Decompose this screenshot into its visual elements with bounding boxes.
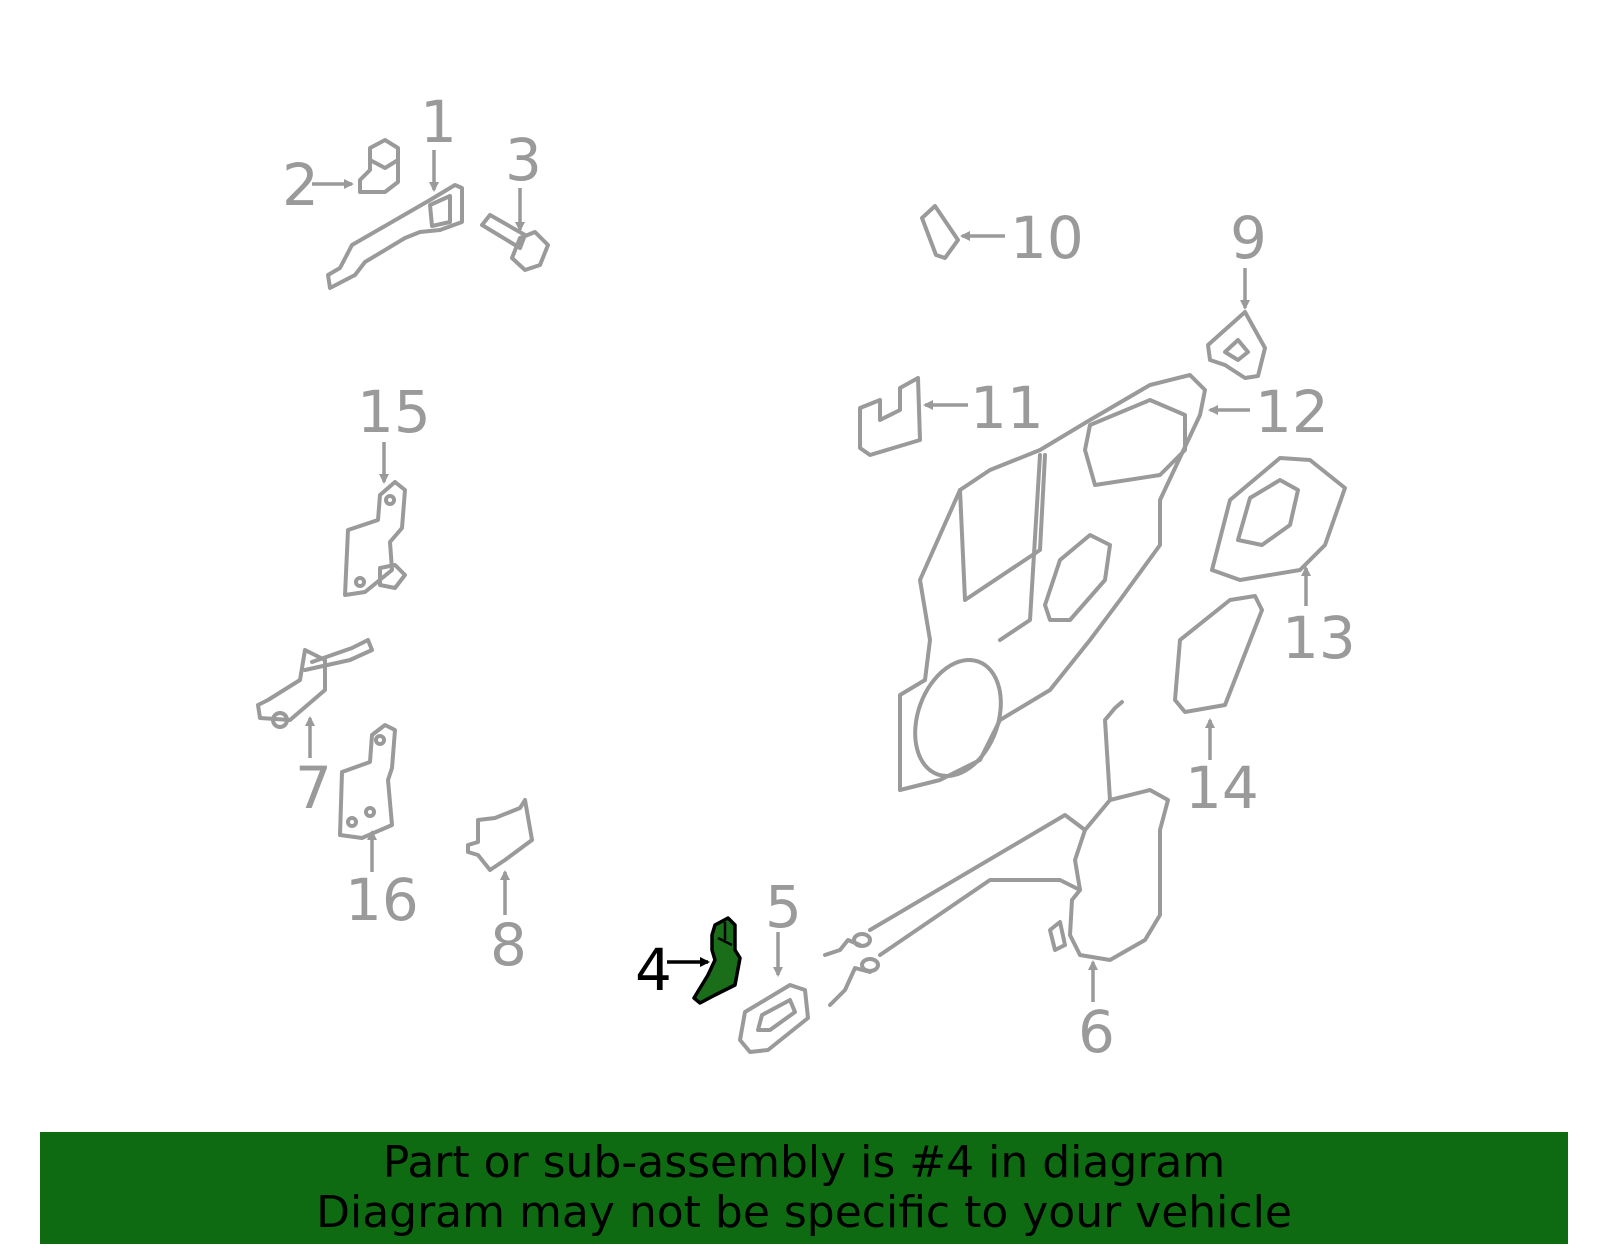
- callout-3: 3: [505, 126, 542, 232]
- callout-12: 12: [1208, 378, 1329, 446]
- callout-number-14: 14: [1185, 754, 1259, 822]
- callout-number-16: 16: [345, 866, 419, 934]
- part-5-inside-handle: [738, 983, 810, 1054]
- part-11-clip: [858, 376, 922, 457]
- callout-5: 5: [765, 873, 802, 977]
- info-banner: Part or sub-assembly is #4 in diagram Di…: [40, 1132, 1568, 1244]
- callout-number-1: 1: [420, 88, 457, 156]
- part-1-handle-bracket: [326, 183, 464, 290]
- part-13-seal: [1210, 456, 1347, 582]
- part-3-bolt: [480, 213, 550, 272]
- callout-15: 15: [357, 378, 431, 484]
- callout-2: 2: [282, 151, 354, 219]
- callout-number-15: 15: [357, 378, 431, 446]
- callout-8: 8: [490, 870, 527, 979]
- parts-diagram: 1 2 3 10 9 11: [256, 88, 1356, 1066]
- callout-number-8: 8: [490, 911, 527, 979]
- callout-number-6: 6: [1078, 998, 1115, 1066]
- part-15-hinge: [343, 480, 407, 597]
- part-4-highlighted: [692, 916, 742, 1005]
- part-2-clip: [358, 138, 400, 194]
- callout-number-13: 13: [1282, 604, 1356, 672]
- part-7-door-check: [256, 638, 374, 729]
- callout-7: 7: [295, 716, 332, 822]
- callout-number-7: 7: [295, 754, 332, 822]
- part-16-hinge: [338, 723, 397, 840]
- callout-number-12: 12: [1255, 378, 1329, 446]
- callout-14: 14: [1185, 718, 1259, 822]
- part-9-bracket: [1206, 310, 1267, 380]
- callout-number-10: 10: [1010, 204, 1084, 272]
- banner-line-2: Diagram may not be specific to your vehi…: [316, 1187, 1292, 1238]
- callout-6: 6: [1078, 960, 1115, 1066]
- callout-9: 9: [1230, 204, 1267, 310]
- callout-4: 4: [635, 936, 710, 1004]
- callout-number-3: 3: [505, 126, 542, 194]
- part-12-module-panel: [898, 373, 1207, 792]
- banner-line-1: Part or sub-assembly is #4 in diagram: [382, 1137, 1226, 1188]
- callout-number-9: 9: [1230, 204, 1267, 272]
- part-8-bracket: [466, 798, 534, 872]
- part-10-pad: [920, 204, 960, 260]
- callout-10: 10: [960, 204, 1084, 272]
- callout-16: 16: [345, 830, 419, 934]
- callout-11: 11: [923, 374, 1044, 442]
- callout-1: 1: [420, 88, 457, 192]
- callout-13: 13: [1282, 566, 1356, 672]
- part-6-latch-assembly: [823, 700, 1170, 1007]
- part-14-cover: [1173, 594, 1264, 714]
- callout-number-5: 5: [765, 873, 802, 941]
- callout-number-4: 4: [635, 936, 672, 1004]
- callout-number-11: 11: [970, 374, 1044, 442]
